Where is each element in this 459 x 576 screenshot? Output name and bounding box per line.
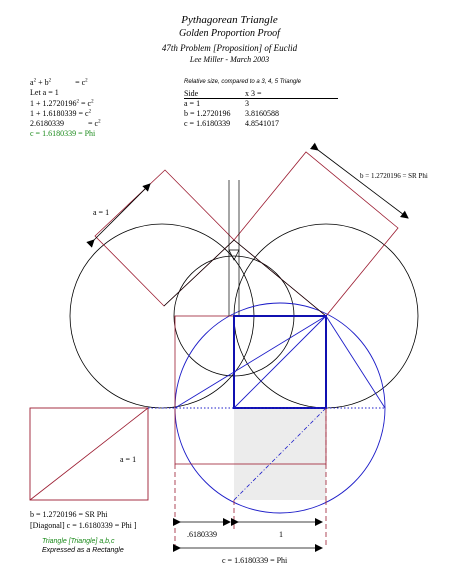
table-header-rule	[184, 98, 338, 99]
table-row-a-side: a = 1	[184, 99, 201, 108]
apex-arrow	[228, 249, 240, 261]
triangle-leg-b	[233, 239, 327, 317]
equation-6: c = 1.6180339 = Phi	[30, 129, 96, 138]
dimension-left: .6180339	[187, 530, 217, 539]
eq3-right: = c	[81, 99, 92, 108]
eq3-left: 1 + 1.2720196	[30, 99, 77, 108]
label-a-top: a = 1	[93, 208, 110, 217]
page-title: Pythagorean Triangle	[181, 14, 278, 26]
dimension-bottom: c = 1.6180339 = Phi	[222, 556, 288, 565]
triangle-rectangle	[29, 407, 149, 501]
triangle-leg-a	[163, 239, 235, 307]
eq5-right: = c	[88, 119, 99, 128]
dimension-right: 1	[279, 530, 283, 539]
triangle-caption-2: Expressed as a Rectangle	[42, 547, 124, 554]
arrow-side-a	[86, 183, 151, 248]
problem-line: 47th Problem [Proposition] of Euclid	[161, 43, 298, 53]
eq1-a: a	[30, 78, 34, 87]
eq4-right: = c	[78, 109, 89, 118]
equation-2: Let a = 1	[30, 88, 59, 97]
triangle-caption-1: Triangle [Triangle] a,b,c	[42, 538, 115, 545]
left-tilted-square	[94, 169, 235, 307]
table-row-c-side: c = 1.6180339	[184, 119, 231, 128]
table-row-a-value: 3	[245, 99, 249, 108]
equation-3: 1 + 1.27201962 = c2	[30, 99, 94, 108]
arrow-side-b	[310, 142, 409, 219]
blue-diagonal-2	[325, 315, 386, 409]
label-b-bottom: b = 1.2720196 = SR Phi	[30, 510, 108, 519]
table-row-b-value: 3.8160588	[245, 109, 279, 118]
blue-dashdot-diagonal	[233, 407, 327, 501]
equation-5: 2.6180339 = c2	[30, 119, 101, 128]
eq1-c: = c	[75, 78, 86, 87]
author-line: Lee Miller - March 2003	[189, 55, 270, 64]
blue-square	[233, 315, 327, 409]
relative-table-caption: Relative size, compared to a 3, 4, 5 Tri…	[184, 79, 301, 85]
table-row-b-side: b = 1.2720196	[184, 109, 231, 118]
label-diagonal: [Diagonal] c = 1.6180339 = Phi ]	[30, 521, 137, 530]
equation-1: a2 + b2 = c2	[30, 78, 88, 87]
table-header-x3: x 3 =	[245, 89, 262, 98]
label-b-top: b = 1.2720196 = SR Phi	[360, 172, 428, 180]
equation-4: 1 + 1.6180339 = c2	[30, 109, 92, 118]
page-subtitle: Golden Proportion Proof	[179, 28, 280, 39]
table-header-side: Side	[184, 89, 199, 98]
triangle-rectangle-diagonal	[29, 407, 149, 501]
table-row-c-value: 4.8541017	[245, 119, 279, 128]
eq1-b: + b	[38, 78, 49, 87]
eq4-left: 1 + 1.6180339	[30, 109, 77, 118]
eq5-left: 2.6180339	[30, 119, 64, 128]
blue-diagonal-3	[233, 315, 327, 409]
blue-diagonal-1	[174, 315, 327, 409]
label-a-square: a = 1	[120, 455, 137, 464]
